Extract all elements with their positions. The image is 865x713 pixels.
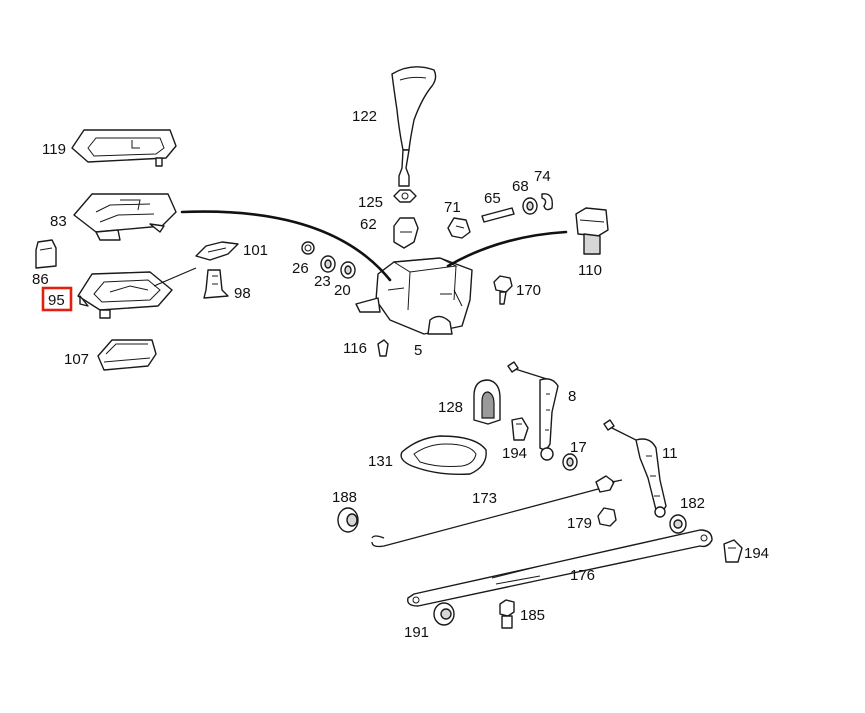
part-cover-107 [97,339,157,371]
label-188: 188 [332,489,357,506]
label-65: 65 [484,190,501,207]
label-131: 131 [368,453,393,470]
label-173: 173 [472,490,497,507]
label-8: 8 [568,388,576,405]
label-86: 86 [32,271,49,288]
part-nut-125 [393,189,417,203]
label-170: 170 [516,282,541,299]
label-5: 5 [414,342,422,359]
part-bushing-20 [340,261,356,279]
part-lever-62 [393,217,419,249]
part-boot-131 [400,435,487,476]
leader-95-line [153,267,197,287]
part-bushing-182 [669,514,687,534]
part-clip-194-lower [723,539,743,563]
part-detent-71 [447,217,471,239]
label-110: 110 [578,262,602,279]
part-bolt-185 [499,599,515,629]
label-83: 83 [50,213,67,230]
part-labels: 122 119 125 62 71 65 68 74 83 101 26 23 … [32,108,769,641]
label-185: 185 [520,607,545,624]
part-bushing-191 [433,602,455,626]
label-17: 17 [570,439,587,456]
label-191: 191 [404,624,429,641]
label-95: 95 [48,292,65,309]
label-194-lower: 194 [744,545,769,562]
part-bushing-17 [562,453,578,471]
label-128: 128 [438,399,463,416]
label-122: 122 [352,108,377,125]
part-pin-65 [481,207,515,223]
part-clip-101 [195,241,239,261]
label-11: 11 [662,445,678,462]
label-179: 179 [567,515,592,532]
label-26: 26 [292,260,309,277]
part-pin-116 [377,339,389,357]
part-shift-knob [391,66,437,187]
part-nut-179 [597,507,617,527]
label-119: 119 [42,141,66,158]
label-107: 107 [64,351,89,368]
part-clip-86 [35,239,57,269]
label-71: 71 [444,199,461,216]
cable-right [446,230,568,268]
part-gear-housing-5 [355,257,473,335]
label-23: 23 [314,273,331,290]
part-lever-8 [507,361,559,461]
highlight-box-95 [41,286,73,312]
label-101: 101 [243,242,268,259]
part-lever-11 [603,419,667,518]
part-rod-176 [407,529,713,607]
label-182: 182 [680,495,705,512]
part-clip-98 [203,269,229,299]
part-rod-173 [371,475,623,548]
part-bushing-188 [337,507,359,533]
part-circlip-26 [301,241,315,255]
leader-housing-line [453,289,463,307]
cable-left [180,210,392,282]
part-bushing-68 [522,197,538,215]
label-98: 98 [234,285,251,302]
part-bushing-23 [320,255,336,273]
label-116: 116 [343,340,367,357]
label-176: 176 [570,567,595,584]
part-clip-74 [541,193,553,211]
label-62: 62 [360,216,377,233]
part-trim-frame [71,129,177,167]
part-insert-95 [77,271,173,319]
label-74: 74 [534,168,551,185]
label-125: 125 [358,194,383,211]
label-68: 68 [512,178,529,195]
part-bolt-170 [493,275,513,305]
part-grommet-128 [473,379,501,425]
part-switch-110 [575,207,609,255]
part-cover-plate [73,193,177,241]
part-clip-194-upper [511,417,529,441]
label-194-upper: 194 [502,445,527,462]
label-20: 20 [334,282,351,299]
